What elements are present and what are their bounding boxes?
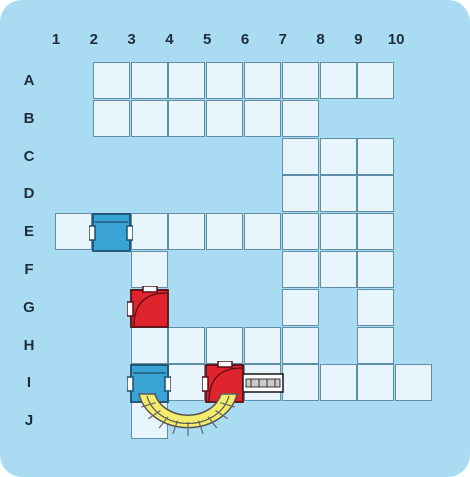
cell-A7[interactable] (282, 62, 319, 99)
column-label-7: 7 (264, 31, 302, 48)
blue-block-E2[interactable] (89, 210, 133, 259)
row-label-A: A (10, 72, 48, 89)
cell-H6[interactable] (244, 327, 281, 364)
cell-I9[interactable] (357, 364, 394, 401)
cell-F9[interactable] (357, 251, 394, 288)
row-label-D: D (10, 185, 48, 202)
cell-B7[interactable] (282, 100, 319, 137)
cell-E8[interactable] (320, 213, 357, 250)
cell-E6[interactable] (244, 213, 281, 250)
cell-G7[interactable] (282, 289, 319, 326)
cell-F3[interactable] (131, 251, 168, 288)
cell-F7[interactable] (282, 251, 319, 288)
column-label-9: 9 (339, 31, 377, 48)
cell-C8[interactable] (320, 138, 357, 175)
column-label-3: 3 (113, 31, 151, 48)
cell-A4[interactable] (168, 62, 205, 99)
column-label-4: 4 (150, 31, 188, 48)
cell-H9[interactable] (357, 327, 394, 364)
cell-E4[interactable] (168, 213, 205, 250)
row-label-C: C (10, 148, 48, 165)
column-label-5: 5 (188, 31, 226, 48)
cell-B6[interactable] (244, 100, 281, 137)
row-label-H: H (10, 337, 48, 354)
cell-C9[interactable] (357, 138, 394, 175)
column-label-6: 6 (226, 31, 264, 48)
cell-G9[interactable] (357, 289, 394, 326)
column-label-1: 1 (37, 31, 75, 48)
cell-B2[interactable] (93, 100, 130, 137)
cell-F8[interactable] (320, 251, 357, 288)
cell-A8[interactable] (320, 62, 357, 99)
cell-H5[interactable] (206, 327, 243, 364)
cell-H4[interactable] (168, 327, 205, 364)
row-label-G: G (10, 299, 48, 316)
red-block-G3[interactable] (127, 286, 171, 335)
cell-H7[interactable] (282, 327, 319, 364)
cell-D9[interactable] (357, 175, 394, 212)
cell-E1[interactable] (55, 213, 92, 250)
column-label-8: 8 (302, 31, 340, 48)
cell-E5[interactable] (206, 213, 243, 250)
row-label-F: F (10, 261, 48, 278)
cell-I8[interactable] (320, 364, 357, 401)
cell-A5[interactable] (206, 62, 243, 99)
cell-A3[interactable] (131, 62, 168, 99)
row-label-B: B (10, 110, 48, 127)
cell-E7[interactable] (282, 213, 319, 250)
cell-D7[interactable] (282, 175, 319, 212)
row-label-J: J (10, 412, 48, 429)
row-label-E: E (10, 223, 48, 240)
cell-B5[interactable] (206, 100, 243, 137)
cell-C7[interactable] (282, 138, 319, 175)
cell-E9[interactable] (357, 213, 394, 250)
cell-E3[interactable] (131, 213, 168, 250)
cell-A9[interactable] (357, 62, 394, 99)
cell-B3[interactable] (131, 100, 168, 137)
column-label-10: 10 (377, 31, 415, 48)
cell-A2[interactable] (93, 62, 130, 99)
cell-I7[interactable] (282, 364, 319, 401)
cell-I10[interactable] (395, 364, 432, 401)
curved-track-J3-J5[interactable] (133, 388, 243, 448)
row-label-I: I (10, 374, 48, 391)
cell-A6[interactable] (244, 62, 281, 99)
column-label-2: 2 (75, 31, 113, 48)
straight-track-I6[interactable] (242, 371, 284, 400)
cell-D8[interactable] (320, 175, 357, 212)
cell-B4[interactable] (168, 100, 205, 137)
